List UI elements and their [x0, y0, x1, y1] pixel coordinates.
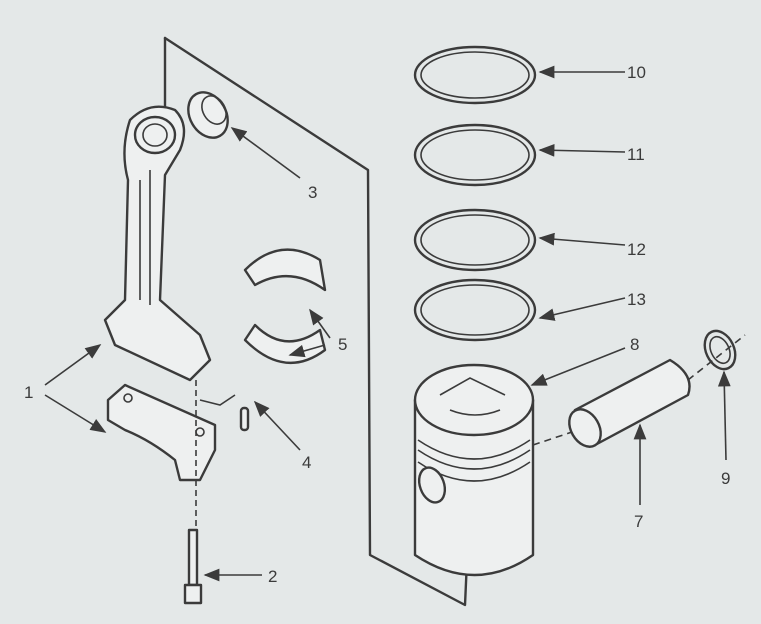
- rod-bolt: [183, 528, 203, 605]
- bearing-shells: [243, 248, 327, 364]
- assembly-plane-outline: [163, 36, 469, 607]
- callout-11: 11: [627, 145, 645, 164]
- callout-12: 12: [627, 240, 646, 259]
- callout-1: 1: [24, 383, 33, 402]
- callout-2: 2: [268, 567, 277, 586]
- connecting-rod-cap: [106, 383, 217, 482]
- connecting-rod: [103, 105, 212, 382]
- callout-13: 13: [627, 290, 646, 309]
- leader-arrows: [44, 65, 731, 582]
- piston: [413, 363, 535, 577]
- piston-pin: [568, 358, 691, 448]
- callout-8: 8: [630, 335, 639, 354]
- callout-3: 3: [308, 183, 317, 202]
- callout-10: 10: [627, 63, 646, 82]
- callout-5: 5: [338, 335, 347, 354]
- dowel-pin: [239, 406, 250, 432]
- piston-rings: [413, 45, 537, 342]
- callout-4: 4: [302, 453, 311, 472]
- piston-pin-bushing: [187, 91, 229, 139]
- callout-9: 9: [721, 469, 730, 488]
- callout-7: 7: [634, 512, 643, 531]
- snap-ring: [703, 329, 737, 371]
